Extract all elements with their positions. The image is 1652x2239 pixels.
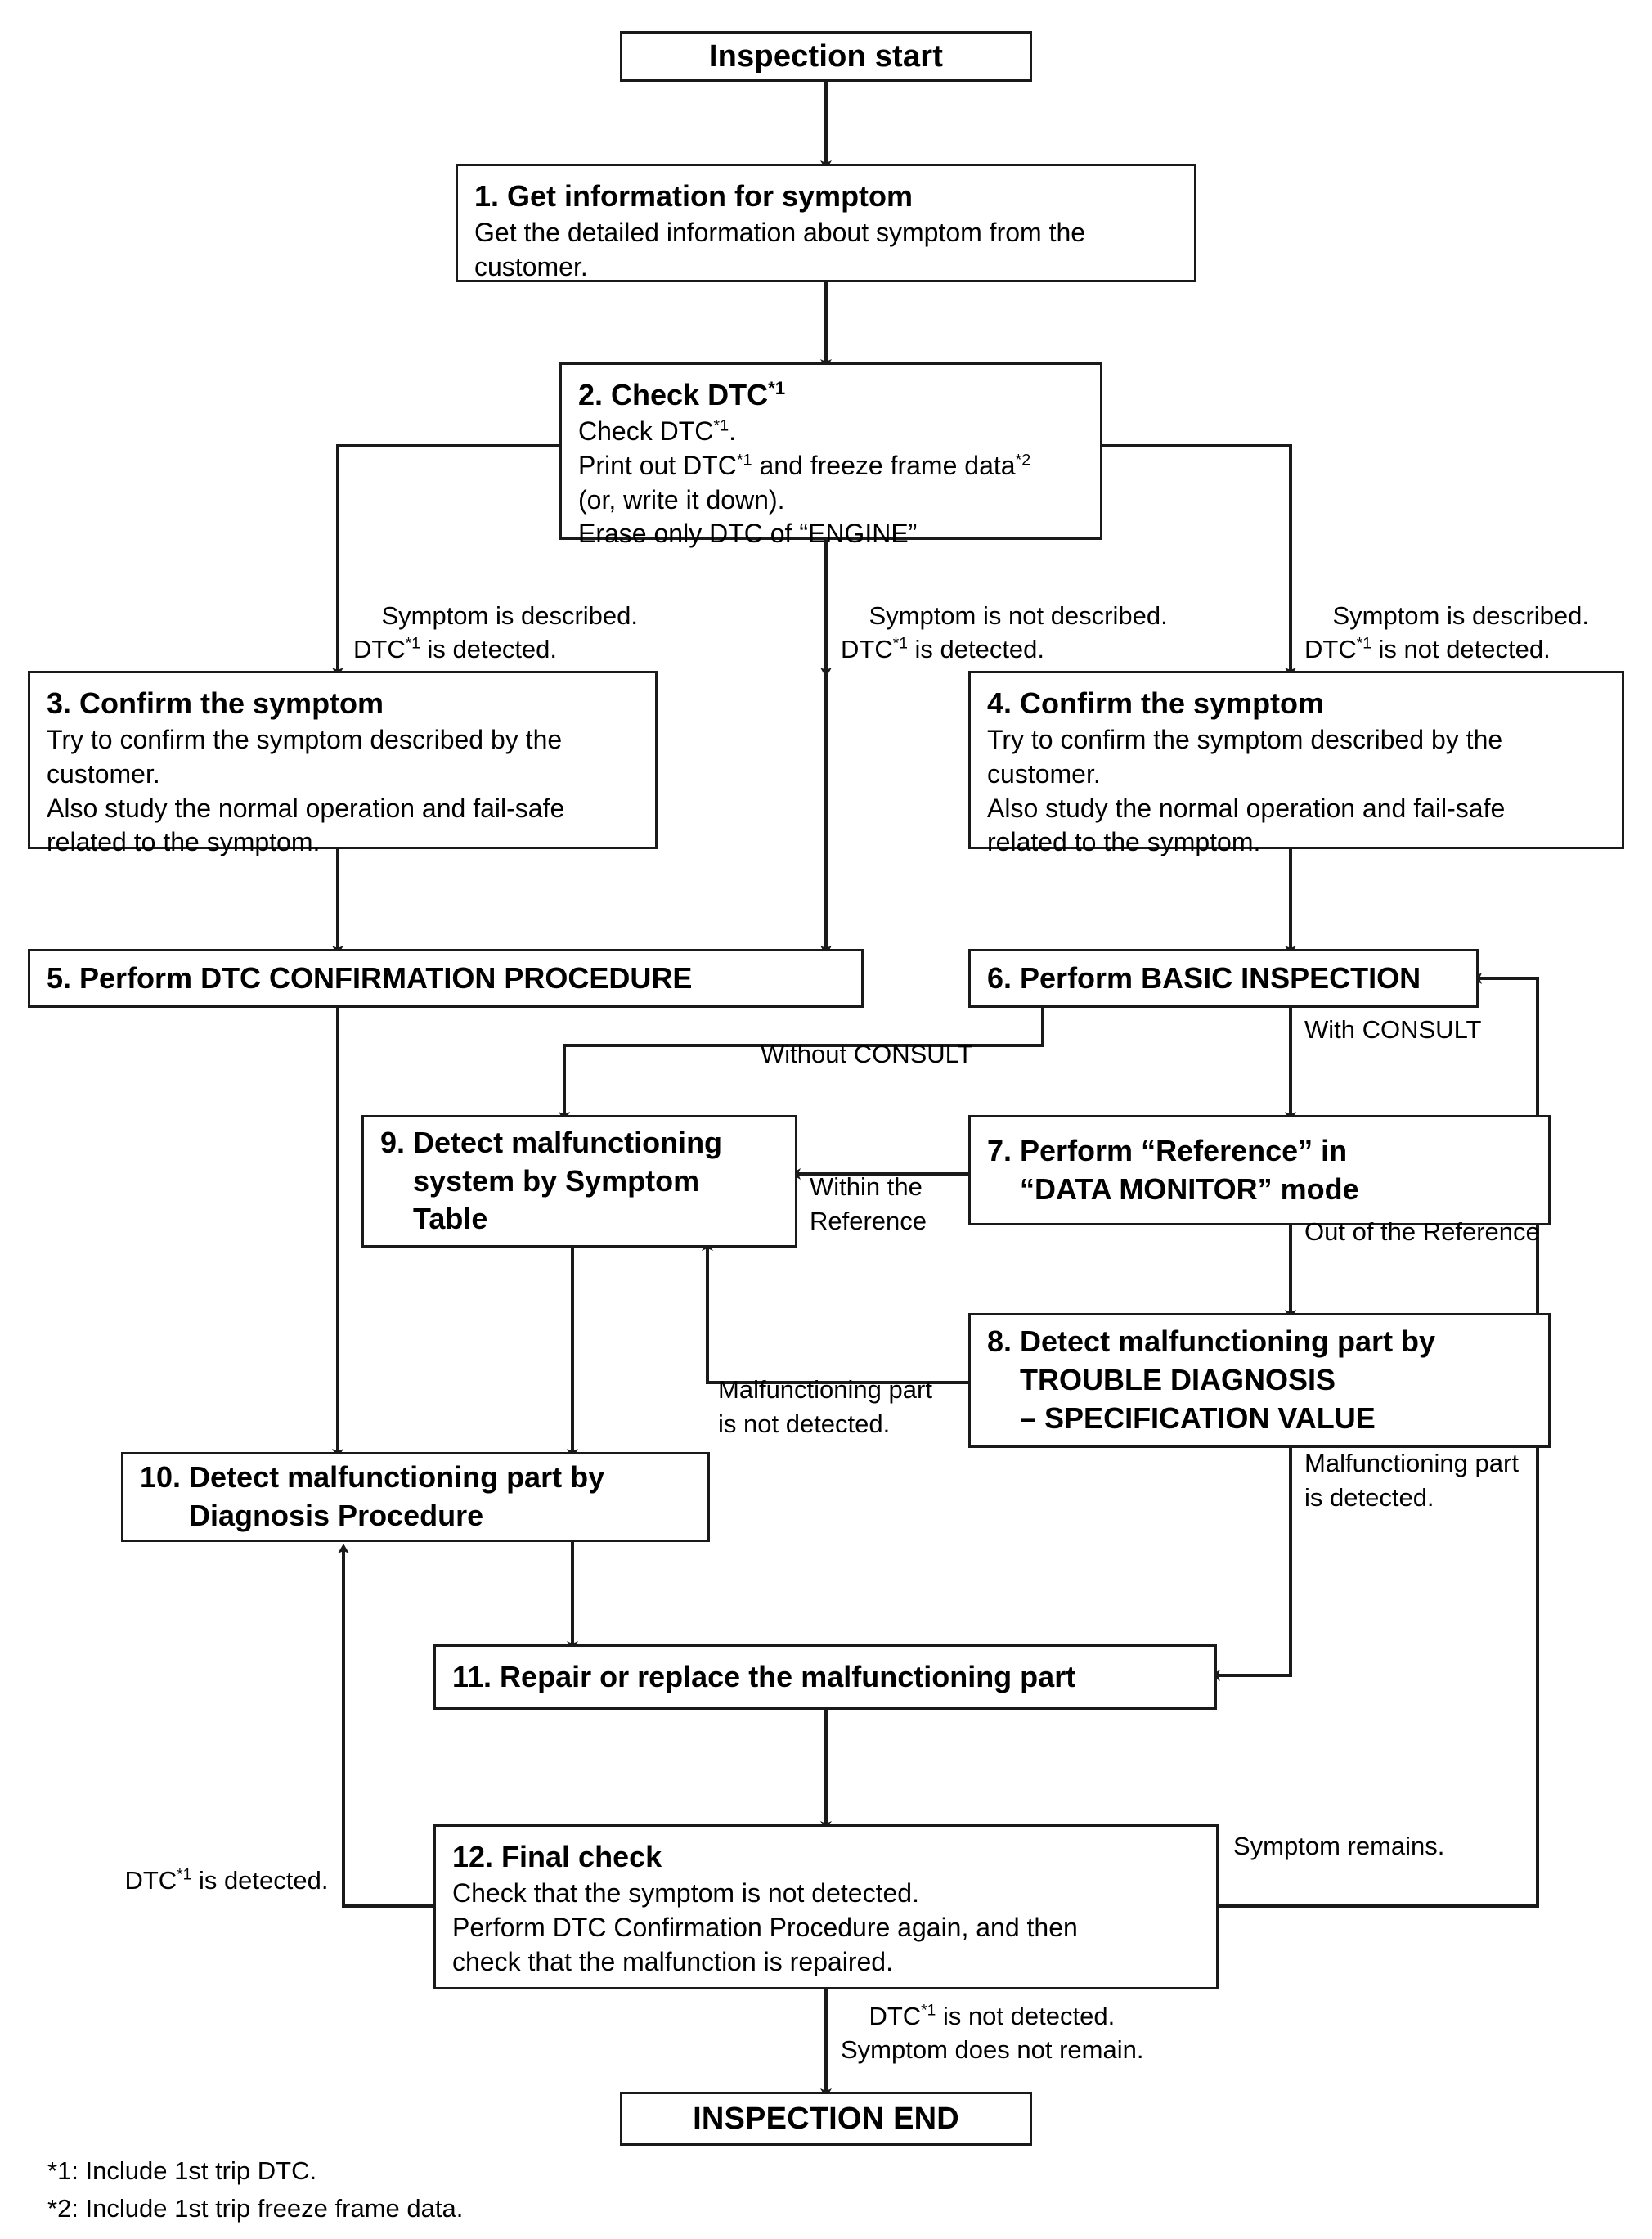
- node-5-dtc-confirmation[interactable]: 5. Perform DTC CONFIRMATION PROCEDURE: [28, 949, 864, 1008]
- node-5-title: 5. Perform DTC CONFIRMATION PROCEDURE: [47, 960, 693, 995]
- edge-label-branch-mid: Symptom is not described.DTC*1 is detect…: [841, 600, 1168, 664]
- edge-label-final-pass: DTC*1 is not detected.Symptom does not r…: [841, 2001, 1144, 2065]
- node-inspection-start-label: Inspection start: [708, 38, 944, 74]
- node-3-title: 3. Confirm the symptom: [47, 686, 384, 720]
- node-9-title: 9. Detect malfunctioning system by Sympt…: [380, 1125, 723, 1236]
- edge-label-out-of-reference: Out of the Reference: [1304, 1217, 1540, 1246]
- node-8-trouble-diagnosis[interactable]: 8. Detect malfunctioning part by TROUBLE…: [968, 1313, 1551, 1448]
- node-4-confirm-symptom[interactable]: 4. Confirm the symptom Try to confirm th…: [968, 671, 1624, 856]
- node-1-line-0: Get the detailed information about sympt…: [474, 218, 1086, 248]
- node-2-title: 2. Check DTC*1: [578, 378, 786, 411]
- node-7-title: 7. Perform “Reference” in “DATA MONITOR”…: [987, 1133, 1359, 1206]
- node-4-line-0: Try to confirm the symptom described by …: [987, 725, 1503, 755]
- node-2-line-2: (or, write it down).: [578, 484, 785, 515]
- node-12-line-1: Perform DTC Confirmation Procedure again…: [452, 1912, 1078, 1942]
- node-12-title: 12. Final check: [452, 1840, 662, 1873]
- node-inspection-end[interactable]: INSPECTION END: [620, 2092, 1032, 2146]
- node-2-line-3: Erase only DTC of “ENGINE”: [578, 519, 918, 549]
- node-10-diagnosis-procedure[interactable]: 10. Detect malfunctioning part by Diagno…: [121, 1452, 710, 1542]
- edge-label-within-reference: Within the Reference: [810, 1172, 927, 1235]
- node-3-line-0: Try to confirm the symptom described by …: [47, 725, 563, 755]
- footnote-1: *1: Include 1st trip DTC.: [47, 2156, 317, 2185]
- edge-label-symptom-remains: Symptom remains.: [1233, 1832, 1445, 1860]
- node-11-repair-replace[interactable]: 11. Repair or replace the malfunctioning…: [433, 1644, 1217, 1710]
- node-8-title: 8. Detect malfunctioning part by TROUBLE…: [987, 1324, 1436, 1435]
- node-3-line-1: customer.: [47, 758, 160, 789]
- node-4-line-3: related to the symptom.: [987, 827, 1261, 857]
- edge-label-with-consult: With CONSULT: [1304, 1015, 1482, 1044]
- node-7-reference-data-monitor[interactable]: 7. Perform “Reference” in “DATA MONITOR”…: [968, 1115, 1551, 1225]
- node-1-title: 1. Get information for symptom: [474, 179, 914, 213]
- edge-label-part-not-detected: Malfunctioning part is not detected.: [718, 1375, 932, 1438]
- node-4-line-2: Also study the normal operation and fail…: [987, 793, 1506, 823]
- node-11-title: 11. Repair or replace the malfunctioning…: [452, 1659, 1076, 1693]
- node-3-confirm-symptom[interactable]: 3. Confirm the symptom Try to confirm th…: [28, 671, 658, 856]
- node-4-title: 4. Confirm the symptom: [987, 686, 1325, 720]
- edge-label-branch-right: Symptom is described.DTC*1 is not detect…: [1304, 600, 1590, 664]
- node-2-line-0: Check DTC*1.: [578, 416, 736, 447]
- node-9-symptom-table[interactable]: 9. Detect malfunctioning system by Sympt…: [361, 1115, 797, 1248]
- node-3-line-3: related to the symptom.: [47, 827, 321, 857]
- node-6-basic-inspection[interactable]: 6. Perform BASIC INSPECTION: [968, 949, 1479, 1008]
- node-3-line-2: Also study the normal operation and fail…: [47, 793, 565, 823]
- node-12-line-2: check that the malfunction is repaired.: [452, 1946, 893, 1976]
- node-inspection-start[interactable]: Inspection start: [620, 31, 1032, 82]
- edge-label-dtc-detected: DTC*1 is detected.: [124, 1865, 329, 1895]
- node-1-line-1: customer.: [474, 251, 588, 281]
- node-10-title: 10. Detect malfunctioning part by Diagno…: [140, 1460, 605, 1532]
- node-2-line-1: Print out DTC*1 and freeze frame data*2: [578, 450, 1031, 480]
- node-1-get-information[interactable]: 1. Get information for symptom Get the d…: [456, 164, 1196, 282]
- footnote-2: *2: Include 1st trip freeze frame data.: [47, 2194, 464, 2223]
- node-6-title: 6. Perform BASIC INSPECTION: [987, 960, 1421, 995]
- node-12-final-check[interactable]: 12. Final check Check that the symptom i…: [433, 1824, 1219, 1989]
- edge-label-branch-left: Symptom is described.DTC*1 is detected.: [353, 600, 639, 664]
- edge-label-without-consult: Without CONSULT: [761, 1040, 973, 1068]
- node-4-line-1: customer.: [987, 758, 1101, 789]
- edge-label-part-detected: Malfunctioning part is detected.: [1304, 1449, 1519, 1512]
- node-12-line-0: Check that the symptom is not detected.: [452, 1878, 919, 1909]
- node-2-check-dtc[interactable]: 2. Check DTC*1 Check DTC*1. Print out DT…: [559, 362, 1102, 548]
- node-inspection-end-label: INSPECTION END: [693, 2101, 959, 2136]
